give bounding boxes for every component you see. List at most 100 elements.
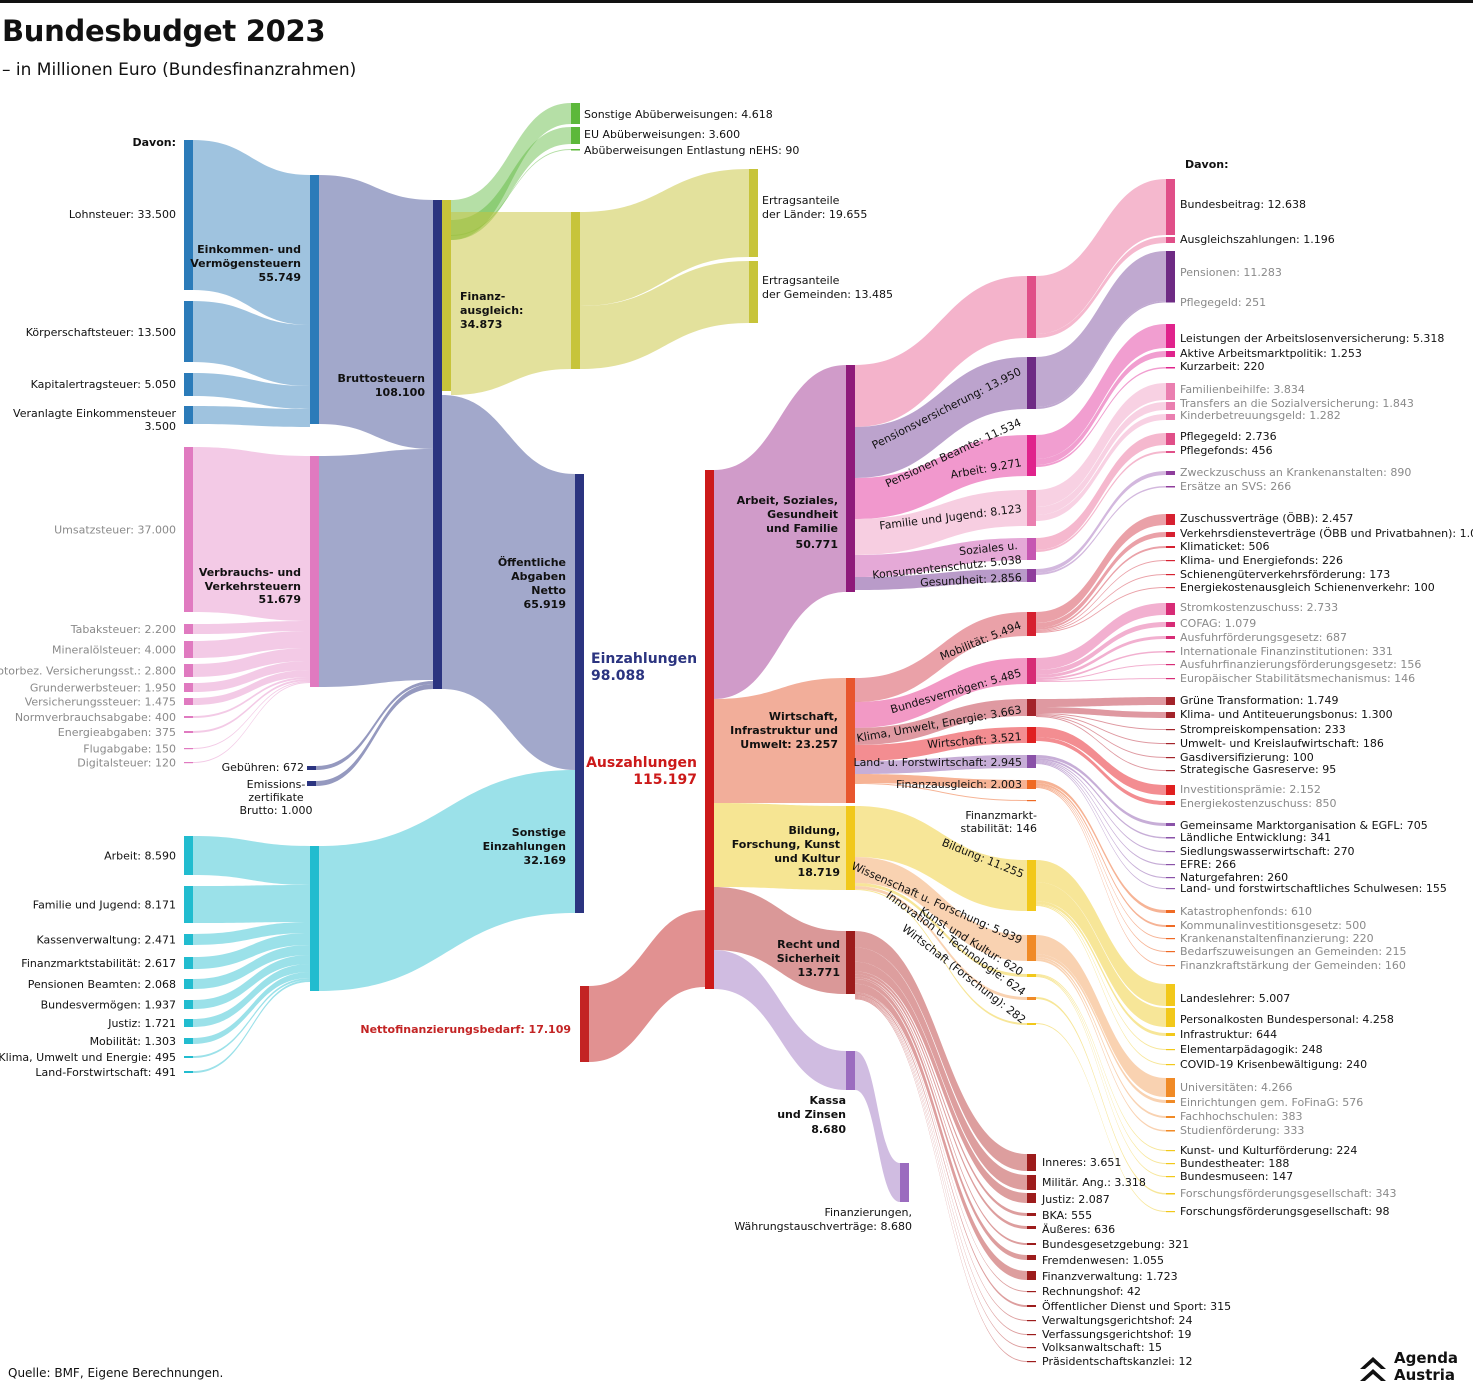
subgroup-label: Land- u. Forstwirtschaft: 2.945 (853, 756, 1022, 769)
detail-bar (1166, 678, 1175, 680)
label-flugabgabe-150: Flugabgabe: 150 (83, 743, 176, 756)
group-value-arbeit: 50.771 (796, 538, 838, 551)
detail-label: Grüne Transformation: 1.749 (1180, 694, 1338, 707)
ertragsanteile-gemeinden-label: der Gemeinden: 13.485 (762, 288, 893, 301)
flow-band (1036, 367, 1166, 467)
detail-label: Personalkosten Bundespersonal: 4.258 (1180, 1013, 1394, 1026)
detail-label: Kinderbetreuungsgeld: 1.282 (1180, 409, 1341, 422)
auszahlungen-label: Auszahlungen (586, 755, 697, 771)
detail-label: Ersätze an SVS: 266 (1180, 480, 1291, 493)
flow-band (1036, 651, 1166, 680)
recht-detail-bar (1027, 1193, 1036, 1203)
flow-band (1036, 1023, 1166, 1212)
source-bar (184, 1019, 193, 1027)
emission-label: Brutto: 1.000 (239, 804, 312, 817)
detail-bar (1166, 743, 1175, 745)
verbrauch-node-bar (310, 456, 319, 687)
flow-band (193, 836, 310, 885)
detail-bar (1166, 402, 1175, 410)
sonstige-source-node-bar (310, 846, 319, 991)
detail-bar (1166, 837, 1175, 839)
label-korperschaftsteuer-13-500: Körperschaftsteuer: 13.500 (26, 326, 176, 339)
flow-band (855, 947, 1027, 1190)
flow-band (855, 998, 1027, 1362)
subgroup-bar (1027, 435, 1036, 476)
recht-detail-bar (1027, 1334, 1036, 1336)
recht-detail-bar (1027, 1255, 1036, 1260)
flow-band (855, 658, 1027, 728)
flow-band (1036, 560, 1166, 631)
top-rule (0, 0, 1473, 3)
einzahlungen-value: 98.088 (591, 668, 645, 684)
flow-band (1036, 755, 1166, 826)
flow-band (1036, 715, 1166, 758)
flow-band (855, 886, 1027, 1000)
flow-band (1036, 904, 1166, 1050)
flow-band (855, 996, 1027, 1335)
flow-band (855, 774, 1027, 789)
netto-node-label: Netto (531, 584, 566, 597)
netto-node-label: Abgaben (511, 570, 566, 583)
detail-label: Einrichtungen gem. FoFinaG: 576 (1180, 1096, 1363, 1109)
flow-band (1036, 402, 1166, 515)
detail-label: Universitäten: 4.266 (1180, 1081, 1292, 1094)
detail-label: Landeslehrer: 5.007 (1180, 992, 1290, 1005)
label-versicherungssteuer-1-475: Versicherungssteuer: 1.475 (25, 696, 176, 709)
kassa-detail-bar (900, 1163, 909, 1202)
detail-label: Ausgleichszahlungen: 1.196 (1180, 233, 1335, 246)
flow-band (855, 357, 1027, 478)
label-finanzmarktstabilitat-2-617: Finanzmarktstabilität: 2.617 (21, 957, 176, 970)
page-title: Bundesbudget 2023 (2, 14, 326, 48)
subgroup-bar (1027, 780, 1036, 789)
flow-band (855, 538, 1027, 577)
flow-band (855, 490, 1027, 555)
subgroup-bar (1027, 935, 1036, 961)
detail-bar (1166, 414, 1175, 420)
subgroup-bar (1027, 974, 1036, 977)
source-bar (184, 731, 193, 733)
logo-text: Agenda Austria (1394, 1350, 1458, 1384)
detail-bar (1166, 864, 1175, 866)
abueberweisung-label: Abüberweisungen Entlastung nEHS: 90 (584, 144, 799, 157)
flow-band (714, 803, 846, 890)
flow-band (193, 670, 310, 705)
subgroup-label: Soziales u. (958, 539, 1018, 558)
flow-band (1036, 935, 1166, 1097)
detail-bar (1166, 532, 1175, 537)
flow-band (1036, 787, 1166, 966)
flow-band (855, 612, 1027, 702)
detail-label: Bundesmuseen: 147 (1180, 1170, 1293, 1183)
detail-bar (1166, 367, 1175, 369)
brutto-node-bar (433, 200, 442, 689)
flow-band (1036, 954, 1166, 1103)
finanzausgleich-label: ausgleich: (460, 304, 523, 317)
detail-label: Bundestheater: 188 (1180, 1157, 1289, 1170)
detail-label: Finanzkraftstärkung der Gemeinden: 160 (1180, 959, 1406, 972)
flow-band (1036, 587, 1166, 633)
detail-bar (1166, 910, 1175, 913)
recht-detail-label: Verwaltungsgerichtshof: 24 (1042, 1314, 1193, 1327)
subgroup-label: Wirtschaft: 3.521 (927, 730, 1022, 751)
abueberweisung-bar (571, 103, 580, 124)
detail-label: Kunst- und Kulturförderung: 224 (1180, 1144, 1357, 1157)
detail-bar (1166, 1211, 1175, 1213)
subgroup-bar (1027, 490, 1036, 526)
netto-node-value: 65.919 (524, 598, 566, 611)
flow-band (580, 261, 749, 369)
label-familie-und-jugend-8-171: Familie und Jugend: 8.171 (33, 899, 176, 912)
group-node-bar-bildung (846, 806, 855, 890)
finanzausgleich-node-bar (442, 200, 451, 391)
label-grunderwerbsteuer-1-950: Grunderwerbsteuer: 1.950 (30, 682, 176, 695)
detail-bar (1166, 888, 1175, 890)
flow-band (1036, 760, 1166, 853)
source-bar (184, 447, 193, 612)
flow-band (855, 276, 1027, 427)
flow-band (1036, 603, 1166, 670)
flow-band (193, 681, 310, 749)
group-value-wirtschaft: Umwelt: 23.257 (740, 738, 838, 751)
label-veranlagte-einkommensteuer-value: 3.500 (145, 420, 177, 433)
detail-bar (1166, 1163, 1175, 1165)
source-bar (184, 957, 193, 969)
flow-band (193, 978, 310, 1058)
subgroup-bar (1027, 997, 1036, 1000)
